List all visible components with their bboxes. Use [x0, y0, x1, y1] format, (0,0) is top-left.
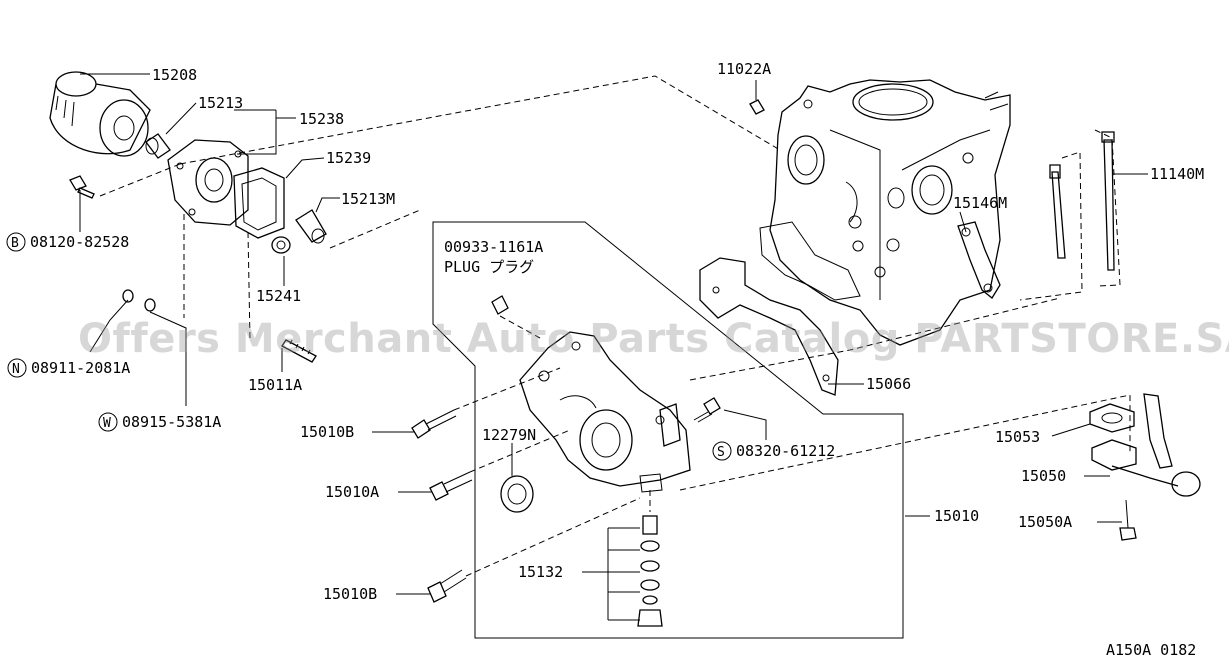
- leader-lines: [79, 73, 1148, 621]
- label-15010[interactable]: 15010: [934, 507, 979, 525]
- bolt-15010b-top-illustration: [411, 409, 457, 439]
- label-08915-5381a[interactable]: 08915-5381A: [122, 413, 221, 431]
- oil-pump-illustration: [519, 331, 691, 493]
- svg-text:W: W: [103, 416, 111, 431]
- relief-valve-15213m-illustration: [295, 209, 327, 244]
- bolt-15050a-illustration: [1119, 499, 1137, 541]
- oil-seal-12279n-illustration: [500, 475, 534, 513]
- label-plug: PLUG プラグ: [444, 258, 534, 276]
- label-15238[interactable]: 15238: [299, 110, 344, 128]
- pump-assembly-outline: [432, 221, 904, 639]
- label-15239[interactable]: 15239: [326, 149, 371, 167]
- washer-08915-illustration: [144, 298, 156, 312]
- label-11140m[interactable]: 11140M: [1150, 165, 1204, 183]
- label-15241[interactable]: 15241: [256, 287, 301, 305]
- prefix-s-badge: S: [712, 441, 732, 461]
- prefix-n-badge: N: [7, 358, 27, 378]
- label-08911-2081a[interactable]: 08911-2081A: [31, 359, 130, 377]
- label-15146m[interactable]: 15146M: [953, 194, 1007, 212]
- strainer-gasket-15053-illustration: [1089, 403, 1135, 433]
- svg-text:N: N: [12, 362, 20, 377]
- relief-valve-parts-15132-illustration: [637, 515, 663, 627]
- label-15010a[interactable]: 15010A: [325, 483, 379, 501]
- label-15050a[interactable]: 15050A: [1018, 513, 1072, 531]
- prefix-w-badge: W: [98, 412, 118, 432]
- svg-text:S: S: [717, 445, 725, 460]
- plug-00933-illustration: [491, 295, 509, 315]
- timing-gasket-illustration: [699, 257, 839, 396]
- dipstick-illustration: [1019, 129, 1121, 301]
- bolt-15010b-bottom-illustration: [427, 569, 467, 603]
- connector-15213-illustration: [145, 133, 171, 159]
- filter-bracket-15238-illustration: [167, 139, 249, 226]
- assembly-dashed-lines: [99, 75, 1131, 577]
- label-15066[interactable]: 15066: [866, 375, 911, 393]
- label-15010b-top[interactable]: 15010B: [300, 423, 354, 441]
- plug-11022a-illustration: [749, 99, 765, 115]
- stud-15011a-illustration: [281, 339, 317, 363]
- label-15011a[interactable]: 15011A: [248, 376, 302, 394]
- prefix-b-badge: B: [6, 232, 26, 252]
- label-15132[interactable]: 15132: [518, 563, 563, 581]
- label-08320-61212[interactable]: 08320-61212: [736, 442, 835, 460]
- bolt-15010a-illustration: [429, 471, 473, 501]
- seal-15241-illustration: [271, 236, 291, 254]
- label-15208[interactable]: 15208: [152, 66, 197, 84]
- label-08120-82528[interactable]: 08120-82528: [30, 233, 129, 251]
- label-00933-1161a[interactable]: 00933-1161A: [444, 238, 543, 256]
- label-15050[interactable]: 15050: [1021, 467, 1066, 485]
- bolt-08320-illustration: [693, 397, 721, 423]
- label-15213[interactable]: 15213: [198, 94, 243, 112]
- label-15213m[interactable]: 15213M: [341, 190, 395, 208]
- label-15010b-bottom[interactable]: 15010B: [323, 585, 377, 603]
- nut-08911-illustration: [122, 289, 134, 303]
- strainer-15050-illustration: [1091, 393, 1201, 497]
- bolt-08120-illustration: [69, 175, 95, 199]
- diagram-code: A150A 0182: [1106, 641, 1196, 659]
- oil-filter-illustration: [49, 71, 151, 157]
- label-11022a[interactable]: 11022A: [717, 60, 771, 78]
- label-15053[interactable]: 15053: [995, 428, 1040, 446]
- gasket-15239-illustration: [233, 167, 285, 239]
- plug-15146m-illustration: [957, 221, 1001, 299]
- label-12279n[interactable]: 12279N: [482, 426, 536, 444]
- engine-block-illustration: [759, 79, 1011, 346]
- svg-text:B: B: [11, 236, 19, 251]
